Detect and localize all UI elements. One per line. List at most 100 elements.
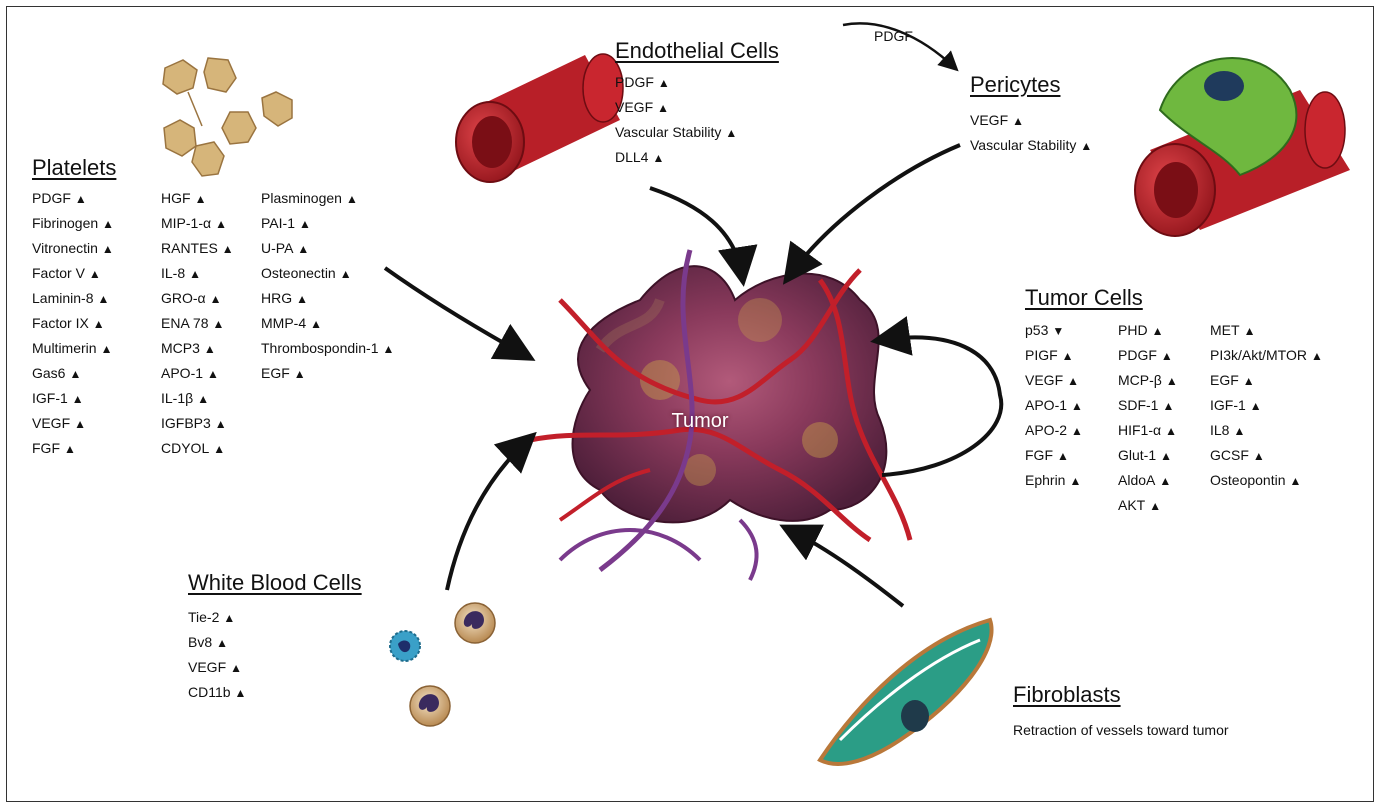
up-arrow-icon: ▲: [1311, 349, 1323, 363]
up-arrow-icon: ▲: [1159, 474, 1171, 488]
platelet-factor-item: Vitronectin▲: [32, 236, 114, 261]
factor-label: RANTES: [161, 240, 218, 256]
arrow-tumor-cells-autocrine: [882, 337, 1001, 475]
endothelial-factor-item: PDGF ▲: [615, 70, 737, 95]
factor-label: Fibrinogen: [32, 215, 98, 231]
tumor-factor-item: SDF-1▲: [1118, 393, 1178, 418]
up-arrow-icon: ▲: [294, 367, 306, 381]
factor-label: Plasminogen: [261, 190, 342, 206]
endothelial-factor-item: Vascular Stability ▲: [615, 120, 737, 145]
platelet-factor-item: Multimerin▲: [32, 336, 114, 361]
tumor-factor-item: PI3k/Akt/MTOR▲: [1210, 343, 1323, 368]
pericyte-vessel-illustration: [1135, 58, 1350, 236]
factor-label: MCP-β: [1118, 372, 1162, 388]
factor-label: Vitronectin: [32, 240, 98, 256]
factor-label: Vascular Stability: [970, 137, 1076, 153]
factor-label: IL-8: [161, 265, 185, 281]
up-arrow-icon: ▲: [222, 242, 234, 256]
pdgf-arrow-label: PDGF: [874, 28, 913, 44]
tumor-factor-item: MCP-β ▲: [1118, 368, 1178, 393]
platelet-factor-item: PDGF ▲: [32, 186, 114, 211]
white-blood-cells-list: Tie-2▲Bv8▲VEGF▲CD11b▲: [188, 605, 246, 705]
factor-label: Osteonectin: [261, 265, 336, 281]
factor-label: Osteopontin: [1210, 472, 1286, 488]
factor-label: VEGF: [970, 112, 1008, 128]
tumor-factor-item: AldoA▲: [1118, 468, 1178, 493]
factor-label: PDGF: [615, 74, 654, 90]
factor-label: MIP-1-α: [161, 215, 211, 231]
arrow-wbc-to-tumor: [447, 440, 528, 590]
up-arrow-icon: ▲: [1071, 399, 1083, 413]
platelet-factor-item: MMP-4▲: [261, 311, 394, 336]
tumor-factor-item: Ephrin▲: [1025, 468, 1083, 493]
factor-label: VEGF: [615, 99, 653, 115]
tumor-factor-item: FGF▲: [1025, 443, 1083, 468]
up-arrow-icon: ▲: [1161, 349, 1173, 363]
up-arrow-icon: ▲: [1162, 399, 1174, 413]
up-arrow-icon: ▲: [1166, 374, 1178, 388]
pericytes-title: Pericytes: [970, 72, 1060, 98]
up-arrow-icon: ▲: [1057, 449, 1069, 463]
platelet-factor-item: PAI-1▲: [261, 211, 394, 236]
platelet-factor-item: FGF▲: [32, 436, 114, 461]
up-arrow-icon: ▲: [1233, 424, 1245, 438]
platelet-factor-item: U-PA▲: [261, 236, 394, 261]
platelet-factor-item: MIP-1-α▲: [161, 211, 234, 236]
platelet-factor-item: MCP3 ▲: [161, 336, 234, 361]
endothelial-list: PDGF▲VEGF▲Vascular Stability▲DLL4▲: [615, 70, 737, 170]
platelet-factor-item: Fibrinogen ▲: [32, 211, 114, 236]
platelet-factor-item: VEGF▲: [32, 411, 114, 436]
factor-label: Multimerin: [32, 340, 97, 356]
pericyte-factor-item: VEGF▲: [970, 108, 1092, 133]
tumor-cells-column-2: PHD▲PDGF▲MCP-β▲SDF-1▲HIF1-α▲Glut-1▲AldoA…: [1118, 318, 1178, 518]
tumor-factor-item: APO-2▲: [1025, 418, 1083, 443]
arrow-fibroblasts-to-tumor: [790, 530, 903, 606]
tumor-cells-column-1: p53▼PIGF▲VEGF▲APO-1▲APO-2▲FGF▲Ephrin▲: [1025, 318, 1083, 493]
platelet-factor-item: Gas6▲: [32, 361, 114, 386]
factor-label: Tie-2: [188, 609, 219, 625]
tumor-factor-item: Glut-1▲: [1118, 443, 1178, 468]
platelet-factor-item: ENA 78▲: [161, 311, 234, 336]
factor-label: PAI-1: [261, 215, 295, 231]
factor-label: Gas6: [32, 365, 65, 381]
factor-label: EGF: [1210, 372, 1239, 388]
platelet-factor-item: Osteonectin▲: [261, 261, 394, 286]
endothelial-factor-item: VEGF ▲: [615, 95, 737, 120]
factor-label: IGF-1: [1210, 397, 1246, 413]
platelet-factor-item: Plasminogen▲: [261, 186, 394, 211]
up-arrow-icon: ▲: [1243, 374, 1255, 388]
factor-label: p53: [1025, 322, 1048, 338]
platelet-factor-item: Laminin-8▲: [32, 286, 114, 311]
factor-label: APO-2: [1025, 422, 1067, 438]
up-arrow-icon: ▲: [652, 151, 664, 165]
up-arrow-icon: ▲: [204, 342, 216, 356]
factor-label: APO-1: [1025, 397, 1067, 413]
factor-label: AKT: [1118, 497, 1145, 513]
up-arrow-icon: ▲: [75, 192, 87, 206]
up-arrow-icon: ▲: [230, 661, 242, 675]
up-arrow-icon: ▲: [657, 101, 669, 115]
up-arrow-icon: ▲: [658, 76, 670, 90]
factor-label: Laminin-8: [32, 290, 93, 306]
wbc-factor-item: Bv8▲: [188, 630, 246, 655]
platelet-factor-item: HRG▲: [261, 286, 394, 311]
factor-label: Glut-1: [1118, 447, 1156, 463]
tumor-factor-item: p53▼: [1025, 318, 1083, 343]
up-arrow-icon: ▲: [1290, 474, 1302, 488]
factor-label: MCP3: [161, 340, 200, 356]
fibroblasts-description: Retraction of vessels toward tumor: [1013, 722, 1229, 738]
up-arrow-icon: ▲: [216, 636, 228, 650]
tumor-factor-item: APO-1 ▲: [1025, 393, 1083, 418]
wbc-factor-item: VEGF▲: [188, 655, 246, 680]
tumor-label: Tumor: [640, 410, 760, 433]
tumor-factor-item: IGF-1▲: [1210, 393, 1323, 418]
factor-label: PDGF: [32, 190, 71, 206]
factor-label: Vascular Stability: [615, 124, 721, 140]
up-arrow-icon: ▲: [310, 317, 322, 331]
up-arrow-icon: ▲: [89, 267, 101, 281]
tumor-cells-title: Tumor Cells: [1025, 285, 1143, 311]
factor-label: Thrombospondin-1: [261, 340, 379, 356]
platelet-factor-item: Factor IX▲: [32, 311, 114, 336]
up-arrow-icon: ▲: [725, 126, 737, 140]
up-arrow-icon: ▲: [102, 217, 114, 231]
